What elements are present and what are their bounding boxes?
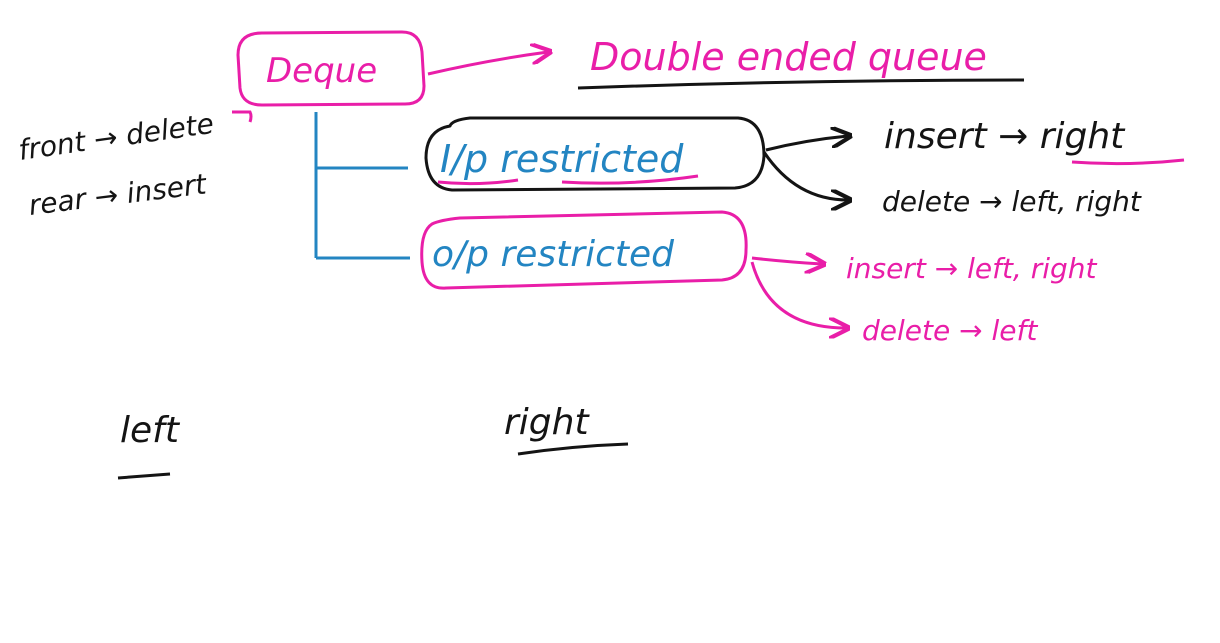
tree-connectors bbox=[314, 112, 410, 260]
deque-label: Deque bbox=[266, 51, 377, 91]
rear-note: rear → insert bbox=[27, 167, 209, 222]
op-delete-arrow bbox=[750, 261, 846, 328]
definition-arrow bbox=[427, 52, 548, 76]
op-insert-arrow bbox=[751, 258, 822, 264]
deque-box bbox=[236, 30, 426, 107]
ip-delete-rule: delete → left, right bbox=[882, 185, 1142, 218]
ip-restricted-box bbox=[424, 116, 766, 192]
bottom-right-underline bbox=[517, 442, 629, 456]
bottom-right-label: right bbox=[504, 402, 590, 443]
op-insert-rule: insert → left, right bbox=[846, 252, 1098, 285]
ip-underline-1 bbox=[437, 178, 519, 186]
ip-right-underline bbox=[1071, 158, 1185, 166]
op-restricted-node: o/p restricted bbox=[420, 210, 748, 290]
op-delete-rule: delete → left bbox=[862, 314, 1038, 347]
ip-insert-arrow bbox=[765, 136, 848, 152]
op-restricted-box bbox=[420, 210, 748, 290]
side-connector bbox=[232, 110, 253, 123]
ip-underline-2 bbox=[561, 174, 699, 185]
ip-restricted-node: I/p restricted bbox=[424, 116, 766, 192]
definition-text: Double ended queue bbox=[590, 35, 987, 79]
ip-restricted-label: I/p restricted bbox=[440, 137, 684, 181]
front-note: front → delete bbox=[16, 107, 215, 167]
definition-underline bbox=[577, 78, 1025, 90]
bottom-left-label: left bbox=[120, 410, 181, 451]
op-restricted-label: o/p restricted bbox=[432, 234, 675, 275]
ip-delete-arrow bbox=[762, 151, 848, 200]
deque-node: Deque bbox=[236, 30, 426, 107]
bottom-left-underline bbox=[117, 472, 171, 480]
ip-insert-rule: insert → right bbox=[884, 116, 1126, 157]
